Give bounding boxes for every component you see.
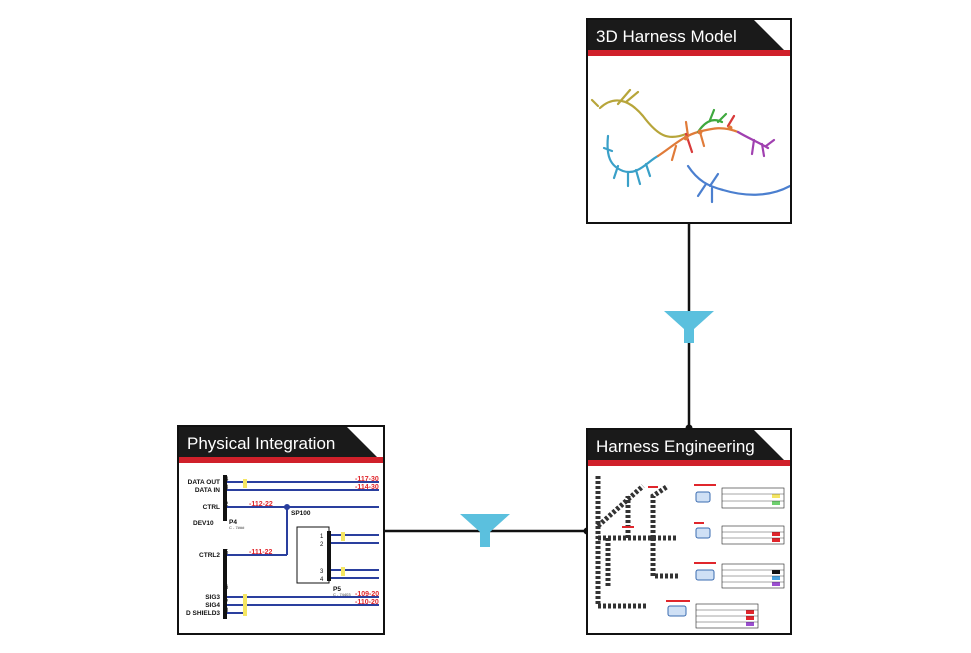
wire-label: -111-22 — [249, 549, 272, 556]
schematic-diagram: DATA OUT DATA IN CTRL CTRL2 SIG3 SIG4 D … — [179, 463, 383, 633]
panel-physical-integration[interactable]: Physical Integration — [177, 425, 385, 635]
label-p5-sub: C - 74403 — [333, 592, 351, 597]
panel-harness-engineering[interactable]: Harness Engineering — [586, 428, 792, 635]
pin-number: 4 — [225, 477, 229, 483]
wire-label: -112-22 — [249, 501, 273, 508]
pin-number: 4 — [320, 577, 324, 583]
harness-3d-image — [588, 56, 790, 222]
pin-number: 2 — [225, 502, 229, 508]
label-p4: P4 — [229, 519, 237, 526]
pin-number: 1 — [320, 534, 324, 540]
funnel-icon — [664, 311, 714, 343]
panel-header: Harness Engineering — [588, 430, 790, 466]
wire-label: -110-20 — [355, 599, 379, 606]
panel-title: Harness Engineering — [596, 437, 755, 456]
panel-title: 3D Harness Model — [596, 27, 737, 46]
label-p4-sub: C - 7### — [229, 525, 245, 530]
label-ctrl: CTRL — [203, 504, 220, 511]
pin-number: 6 — [225, 585, 229, 591]
wire-label: -114-30 — [355, 484, 379, 491]
pin-number: 8 — [225, 608, 229, 614]
wire-label: -117-30 — [355, 476, 379, 483]
pin-number: 3 — [320, 569, 324, 575]
label-p5: P5 — [333, 586, 341, 593]
label-sig4: SIG4 — [205, 602, 220, 609]
pin-number: 3 — [225, 485, 229, 491]
label-sp100: SP100 — [291, 510, 311, 517]
pin-number: 5 — [225, 550, 229, 556]
label-data-in: DATA IN — [195, 487, 220, 494]
pin-number: 2 — [320, 542, 324, 548]
harness-drawing — [588, 466, 790, 633]
label-dev10: DEV10 — [193, 520, 214, 527]
panel-title: Physical Integration — [187, 434, 336, 453]
panel-header: Physical Integration — [179, 427, 383, 463]
label-sig3: SIG3 — [205, 594, 220, 601]
wire-label: -109-20 — [355, 591, 379, 598]
funnel-icon — [460, 514, 510, 547]
label-data-out: DATA OUT — [188, 479, 220, 486]
panel-header: 3D Harness Model — [588, 20, 790, 56]
label-ctrl2: CTRL2 — [199, 552, 220, 559]
pin-number: 7 — [225, 600, 229, 606]
panel-3d-harness-model[interactable]: 3D Harness Model — [586, 18, 792, 224]
label-d-shield3: D SHIELD3 — [186, 610, 220, 617]
